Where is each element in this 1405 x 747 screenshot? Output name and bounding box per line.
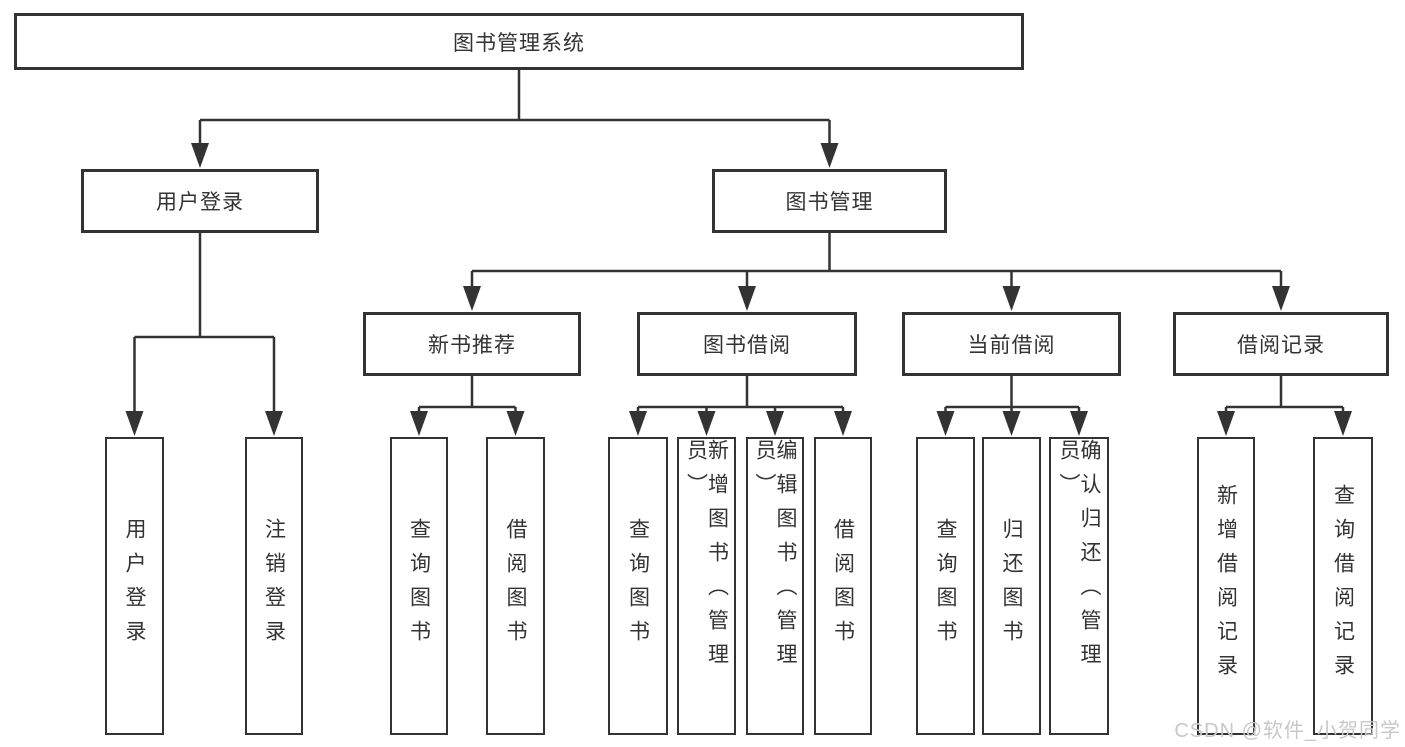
leaf-recommend-borrow-books: 借阅图书 bbox=[486, 437, 545, 735]
node-book-borrowing: 图书借阅 bbox=[637, 312, 857, 376]
leaf-logout-label: 注销登录 bbox=[262, 518, 286, 654]
node-current-borrowing-label: 当前借阅 bbox=[967, 334, 1056, 357]
leaf-borrow-add-books-admin: 新增图书（管理员） bbox=[677, 437, 736, 735]
csdn-watermark: CSDN @软件_小贺同学 bbox=[1174, 720, 1401, 742]
leaf-user-login: 用户登录 bbox=[105, 437, 164, 735]
node-user-login: 用户登录 bbox=[81, 169, 319, 233]
leaf-borrow-borrow-books-label: 借阅图书 bbox=[831, 518, 855, 654]
leaf-current-query-books: 查询图书 bbox=[916, 437, 975, 735]
leaf-borrow-edit-books-admin-label: 编辑图书（管理员） bbox=[753, 439, 797, 677]
leaf-borrow-edit-books-admin: 编辑图书（管理员） bbox=[746, 437, 804, 735]
leaf-records-query-record-label: 查询借阅记录 bbox=[1331, 484, 1355, 688]
node-new-book-recommend-label: 新书推荐 bbox=[428, 334, 516, 357]
leaf-current-query-books-label: 查询图书 bbox=[934, 518, 957, 654]
leaf-borrow-borrow-books: 借阅图书 bbox=[814, 437, 872, 735]
leaf-borrow-add-books-admin-label: 新增图书（管理员） bbox=[684, 439, 729, 677]
node-system-root: 图书管理系统 bbox=[14, 13, 1024, 70]
leaf-current-return-books: 归还图书 bbox=[982, 437, 1041, 735]
leaf-recommend-query-books: 查询图书 bbox=[390, 437, 448, 735]
node-book-management-label: 图书管理 bbox=[785, 191, 874, 214]
leaf-current-return-books-label: 归还图书 bbox=[1000, 518, 1023, 654]
leaf-recommend-query-books-label: 查询图书 bbox=[407, 518, 431, 654]
node-system-root-label: 图书管理系统 bbox=[453, 31, 585, 55]
leaf-records-add-record-label: 新增借阅记录 bbox=[1214, 484, 1238, 688]
node-borrowing-records-label: 借阅记录 bbox=[1237, 334, 1325, 357]
leaf-records-query-record: 查询借阅记录 bbox=[1313, 437, 1373, 735]
leaf-user-login-label: 用户登录 bbox=[123, 518, 146, 654]
leaf-borrow-query-books: 查询图书 bbox=[608, 437, 668, 735]
node-borrowing-records: 借阅记录 bbox=[1173, 312, 1389, 376]
node-current-borrowing: 当前借阅 bbox=[902, 312, 1121, 376]
leaf-current-confirm-return-admin: 确认归还（管理员） bbox=[1049, 437, 1109, 735]
node-new-book-recommend: 新书推荐 bbox=[363, 312, 581, 376]
node-book-borrowing-label: 图书借阅 bbox=[703, 334, 791, 357]
leaf-recommend-borrow-books-label: 借阅图书 bbox=[504, 518, 527, 654]
leaf-records-add-record: 新增借阅记录 bbox=[1197, 437, 1255, 735]
leaf-borrow-query-books-label: 查询图书 bbox=[626, 518, 650, 654]
leaf-logout: 注销登录 bbox=[245, 437, 303, 735]
leaf-current-confirm-return-admin-label: 确认归还（管理员） bbox=[1057, 439, 1101, 677]
node-user-login-label: 用户登录 bbox=[156, 191, 244, 214]
node-book-management: 图书管理 bbox=[712, 169, 947, 233]
